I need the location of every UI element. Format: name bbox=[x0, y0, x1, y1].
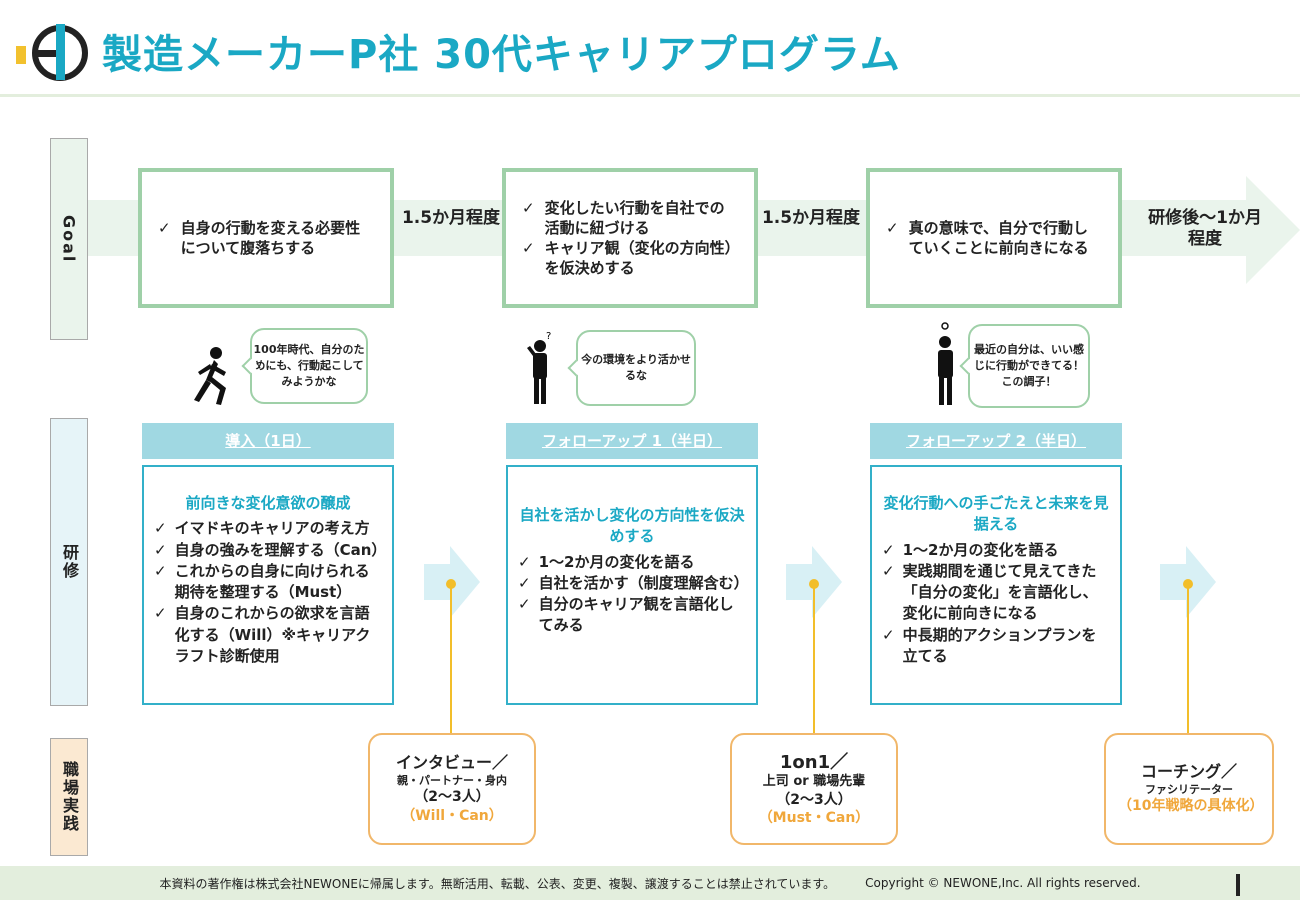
goal-box-3: ✓真の意味で、自分で行動していくことに前向きになる bbox=[866, 168, 1122, 308]
svg-text:?: ? bbox=[546, 331, 551, 342]
phase-header-1: 導入（1日） bbox=[142, 423, 394, 459]
phase-header-3: フォローアップ 2（半日） bbox=[870, 423, 1122, 459]
connector-line-3 bbox=[1187, 584, 1189, 734]
idea-person-icon bbox=[938, 322, 953, 405]
connector-line-1 bbox=[450, 584, 452, 734]
phase-box-2: 自社を活かし変化の方向性を仮決めする ✓1〜2か月の変化を語る ✓自社を活かす（… bbox=[506, 465, 758, 705]
workplace-box-3: コーチング／ ファシリテーター （10年戦略の具体化） bbox=[1104, 733, 1274, 845]
footer: 本資料の著作権は株式会社NEWONEに帰属します。無断活用、転載、公表、変更、複… bbox=[0, 866, 1300, 900]
workplace-box-1: インタビュー／ 親・パートナー・身内 （2〜3人） （Will・Can） bbox=[368, 733, 536, 845]
timeline-arrow-head bbox=[1246, 176, 1300, 284]
period-label-1: 1.5か月程度 bbox=[401, 208, 501, 228]
connector-line-2 bbox=[813, 584, 815, 734]
footer-bar bbox=[1236, 874, 1240, 896]
phase-title-2: 自社を活かし変化の方向性を仮決めする bbox=[519, 506, 745, 546]
period-label-2: 1.5か月程度 bbox=[761, 208, 861, 228]
workplace-box-2: 1on1／ 上司 or 職場先輩 （2〜3人） （Must・Can） bbox=[730, 733, 898, 845]
page-title: 製造メーカーP社 30代キャリアプログラム bbox=[102, 32, 901, 78]
phase-title-3: 変化行動への手ごたえと未来を見据える bbox=[883, 494, 1109, 534]
footer-copyright: Copyright © NEWONE,Inc. All rights reser… bbox=[865, 876, 1141, 890]
speech-bubble-3: 最近の自分は、いい感じに行動ができてる！この調子！ bbox=[968, 324, 1090, 408]
thinking-person-icon: ? bbox=[527, 331, 551, 404]
row-label-workplace: 職場実践 bbox=[50, 738, 88, 856]
goal-box-2: ✓変化したい行動を自社での活動に紐づける ✓キャリア観（変化の方向性）を仮決めす… bbox=[502, 168, 758, 308]
speech-bubble-1: 100年時代、自分のためにも、行動起こしてみようかな bbox=[250, 328, 368, 404]
goal-box-1: ✓自身の行動を変える必要性について腹落ちする bbox=[138, 168, 394, 308]
speech-bubble-2: 今の環境をより活かせるな bbox=[576, 330, 696, 406]
phase-box-1: 前向きな変化意欲の醸成 ✓イマドキのキャリアの考え方 ✓自身の強みを理解する（C… bbox=[142, 465, 394, 705]
footer-notice: 本資料の著作権は株式会社NEWONEに帰属します。無断活用、転載、公表、変更、複… bbox=[159, 876, 836, 891]
running-person-icon bbox=[194, 347, 226, 405]
phase-box-3: 変化行動への手ごたえと未来を見据える ✓1〜2か月の変化を語る ✓実践期間を通じ… bbox=[870, 465, 1122, 705]
phase-title-1: 前向きな変化意欲の醸成 bbox=[185, 494, 351, 512]
company-logo-icon bbox=[16, 24, 88, 81]
connector-dot-1 bbox=[446, 579, 456, 589]
connector-dot-2 bbox=[809, 579, 819, 589]
header-divider bbox=[0, 94, 1300, 97]
row-label-training: 研修 bbox=[50, 418, 88, 706]
connector-dot-3 bbox=[1183, 579, 1193, 589]
period-label-3: 研修後〜1か月程度 bbox=[1148, 208, 1262, 250]
phase-header-2: フォローアップ 1（半日） bbox=[506, 423, 758, 459]
row-label-goal: Goal bbox=[50, 138, 88, 340]
